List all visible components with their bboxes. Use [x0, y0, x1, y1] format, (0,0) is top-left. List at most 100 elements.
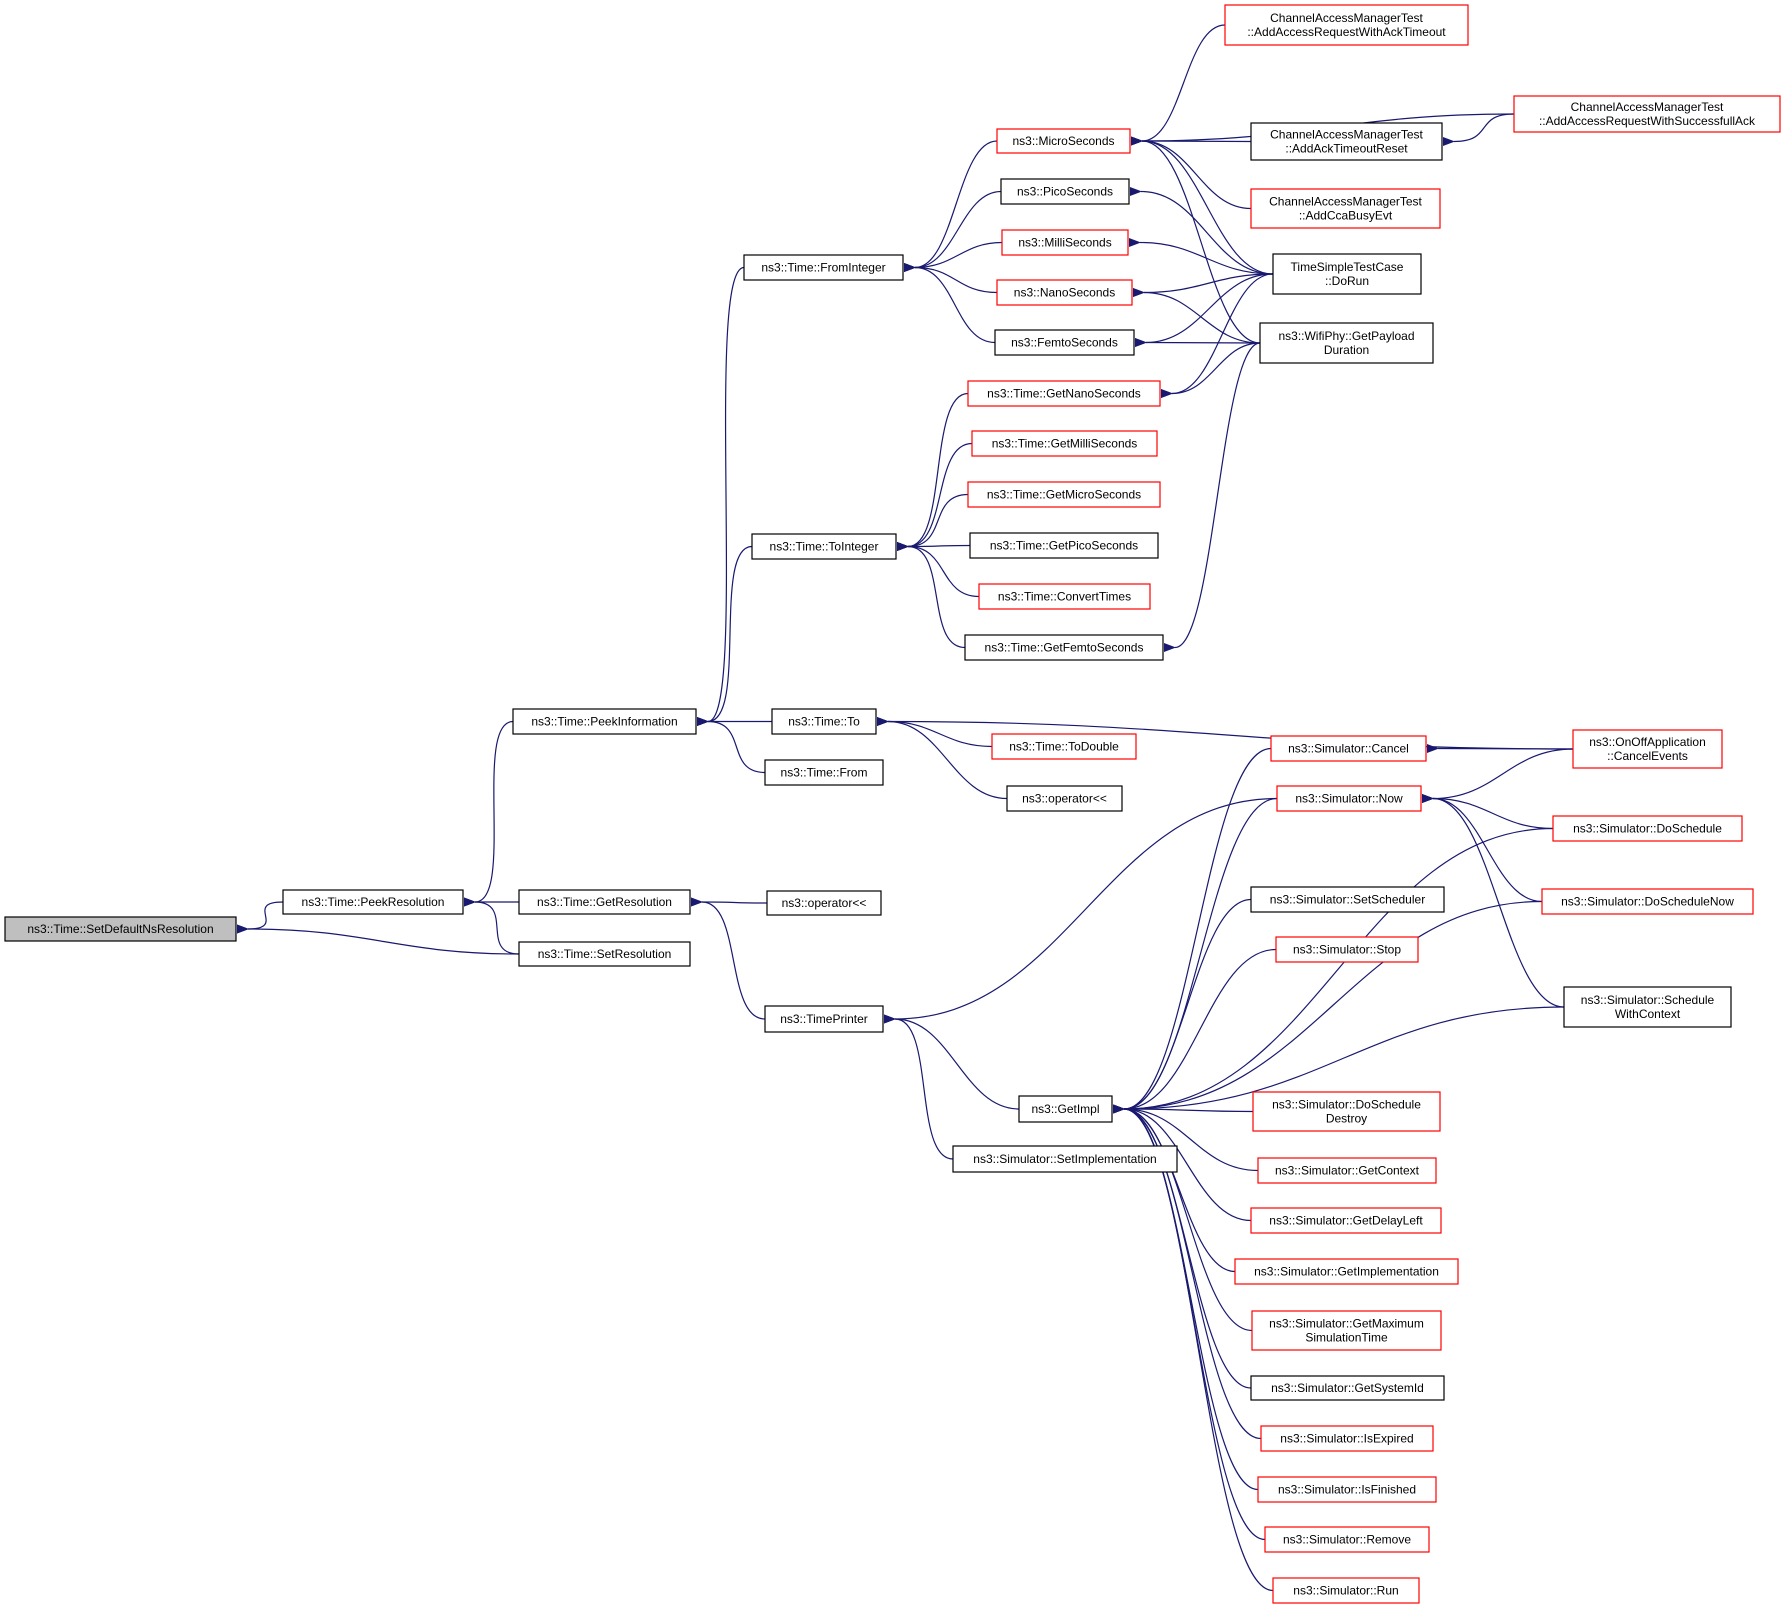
edge-getres-to-oplt1 — [690, 897, 768, 907]
node-timeto[interactable]: ns3::Time::To — [771, 708, 877, 735]
node-getimpl[interactable]: ns3::GetImpl — [1018, 1095, 1113, 1123]
node-timeprinter[interactable]: ns3::TimePrinter — [764, 1005, 884, 1033]
node-layer: ns3::Time::SetDefaultNsResolutionns3::Ti… — [4, 4, 1781, 1604]
node-getsys[interactable]: ns3::Simulator::GetSystemId — [1250, 1375, 1445, 1401]
node-box — [996, 279, 1133, 306]
node-box — [1264, 1526, 1430, 1553]
edge-getimpl-to-getctx — [1112, 1104, 1259, 1172]
node-label: ns3::Time::PeekResolution — [302, 895, 445, 909]
node-box — [1252, 1091, 1441, 1132]
node-peekinfo[interactable]: ns3::Time::PeekInformation — [512, 708, 697, 735]
node-label: ns3::Simulator::DoSchedule — [1272, 1098, 1421, 1112]
node-oplt1[interactable]: ns3::operator<< — [766, 890, 882, 916]
node-toint[interactable]: ns3::Time::ToInteger — [751, 533, 897, 560]
node-box — [766, 890, 882, 916]
node-label: ChannelAccessManagerTest — [1270, 11, 1423, 25]
node-peekres[interactable]: ns3::Time::PeekResolution — [282, 889, 464, 915]
node-label: ns3::operator<< — [782, 896, 867, 910]
node-box — [978, 583, 1151, 610]
edge-fromint-to-nano — [903, 262, 998, 294]
node-cancelEv[interactable]: ns3::OnOffApplication::CancelEvents — [1572, 729, 1723, 769]
edge-ackReset-to-succAck — [1442, 113, 1515, 147]
node-setsched[interactable]: ns3::Simulator::SetScheduler — [1250, 886, 1445, 913]
node-dosched[interactable]: ns3::Simulator::DoSchedule — [1552, 815, 1743, 842]
edge-layer — [236, 24, 1574, 1592]
node-pico[interactable]: ns3::PicoSeconds — [1000, 178, 1130, 205]
edge-timeprinter-to-now — [883, 797, 1278, 1024]
node-label: ns3::Time::ConvertTimes — [998, 590, 1131, 604]
node-ackTimeout[interactable]: ChannelAccessManagerTest::AddAccessReque… — [1224, 4, 1469, 46]
node-fromint[interactable]: ns3::Time::FromInteger — [743, 254, 904, 281]
node-cancel[interactable]: ns3::Simulator::Cancel — [1270, 735, 1427, 762]
node-isfin[interactable]: ns3::Simulator::IsFinished — [1257, 1476, 1437, 1503]
node-box — [771, 708, 877, 735]
node-timefrom[interactable]: ns3::Time::From — [764, 759, 884, 786]
edge-nano-to-payload — [1132, 287, 1261, 344]
node-getfemto[interactable]: ns3::Time::GetFemtoSeconds — [964, 634, 1164, 661]
edge-micro-to-ackReset — [1130, 136, 1252, 146]
node-doRun[interactable]: TimeSimpleTestCase::DoRun — [1272, 253, 1422, 295]
node-getctx[interactable]: ns3::Simulator::GetContext — [1257, 1157, 1437, 1184]
node-succAck[interactable]: ChannelAccessManagerTest::AddAccessReque… — [1513, 95, 1781, 133]
node-getmilli[interactable]: ns3::Time::GetMilliSeconds — [971, 430, 1158, 457]
node-setdefault[interactable]: ns3::Time::SetDefaultNsResolution — [4, 916, 237, 942]
node-getimpl2[interactable]: ns3::Simulator::GetImplementation — [1234, 1258, 1459, 1285]
node-box — [1563, 986, 1732, 1028]
node-label: ns3::Time::GetFemtoSeconds — [985, 641, 1144, 655]
node-remove[interactable]: ns3::Simulator::Remove — [1264, 1526, 1430, 1553]
edge-now-to-doschednow — [1421, 793, 1543, 903]
node-box — [1234, 1258, 1459, 1285]
node-now[interactable]: ns3::Simulator::Now — [1276, 785, 1422, 812]
node-label: Destroy — [1326, 1112, 1367, 1126]
node-label: ::AddAckTimeoutReset — [1285, 142, 1408, 156]
node-oplt2[interactable]: ns3::operator<< — [1006, 785, 1123, 812]
node-stop[interactable]: ns3::Simulator::Stop — [1275, 936, 1419, 963]
node-getres[interactable]: ns3::Time::GetResolution — [518, 889, 691, 915]
node-nano[interactable]: ns3::NanoSeconds — [996, 279, 1133, 306]
node-getnano[interactable]: ns3::Time::GetNanoSeconds — [967, 380, 1161, 407]
node-isexp[interactable]: ns3::Simulator::IsExpired — [1260, 1425, 1434, 1452]
node-label: ns3::Simulator::IsExpired — [1280, 1432, 1413, 1446]
node-setres[interactable]: ns3::Time::SetResolution — [518, 941, 691, 967]
node-todouble[interactable]: ns3::Time::ToDouble — [991, 733, 1137, 760]
node-run[interactable]: ns3::Simulator::Run — [1272, 1577, 1420, 1604]
edge-femto-to-payload — [1134, 337, 1261, 347]
node-label: ns3::Simulator::DoSchedule — [1573, 822, 1722, 836]
node-label: ChannelAccessManagerTest — [1571, 100, 1724, 114]
node-label: ChannelAccessManagerTest — [1269, 195, 1422, 209]
node-label: ns3::operator<< — [1022, 792, 1107, 806]
node-box — [1272, 1577, 1420, 1604]
node-doschednow[interactable]: ns3::Simulator::DoScheduleNow — [1541, 888, 1754, 915]
node-box — [4, 916, 237, 942]
node-label: WithContext — [1615, 1007, 1681, 1021]
node-box — [1572, 729, 1723, 769]
node-getpico[interactable]: ns3::Time::GetPicoSeconds — [969, 532, 1159, 559]
edge-peekres-to-peekinfo — [463, 720, 514, 907]
node-milli[interactable]: ns3::MilliSeconds — [1001, 229, 1129, 256]
node-box — [751, 533, 897, 560]
node-ackReset[interactable]: ChannelAccessManagerTest::AddAckTimeoutR… — [1250, 122, 1443, 161]
edge-timeprinter-to-getimpl — [883, 1014, 1020, 1110]
node-convert[interactable]: ns3::Time::ConvertTimes — [978, 583, 1151, 610]
node-label: ns3::MicroSeconds — [1012, 134, 1114, 148]
node-label: ns3::Time::GetNanoSeconds — [987, 387, 1141, 401]
node-box — [967, 481, 1161, 508]
edge-getimpl-to-cancel — [1112, 747, 1272, 1114]
edge-toint-to-getnano — [896, 392, 969, 552]
edge-getimpl-to-now — [1112, 797, 1278, 1114]
edge-micro-to-ccaBusy — [1130, 136, 1252, 210]
node-getmicro[interactable]: ns3::Time::GetMicroSeconds — [967, 481, 1161, 508]
node-micro[interactable]: ns3::MicroSeconds — [996, 128, 1131, 154]
node-ccaBusy[interactable]: ChannelAccessManagerTest::AddCcaBusyEvt — [1250, 188, 1441, 229]
node-femto[interactable]: ns3::FemtoSeconds — [994, 329, 1135, 356]
node-label: ns3::Time::ToDouble — [1009, 740, 1119, 754]
node-box — [1250, 122, 1443, 161]
node-box — [518, 941, 691, 967]
node-getdelay[interactable]: ns3::Simulator::GetDelayLeft — [1250, 1207, 1442, 1234]
edge-getnano-to-payload — [1160, 342, 1261, 399]
node-setimpl[interactable]: ns3::Simulator::SetImplementation — [952, 1145, 1178, 1173]
